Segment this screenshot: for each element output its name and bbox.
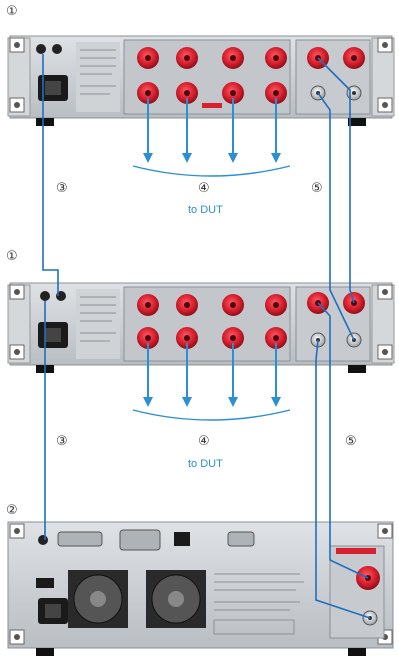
terminal-red	[137, 47, 287, 104]
unit-1-middle	[7, 282, 395, 373]
unit-1-top	[7, 35, 395, 126]
cable-3-link	[42, 54, 59, 540]
dut-output-arrows-top	[132, 98, 291, 177]
cable-5-link	[315, 57, 371, 619]
top-unit-marker: ①	[6, 4, 18, 19]
unit-2-bottom	[7, 521, 394, 656]
outputs-4-label-top: ④	[198, 181, 210, 196]
cable-5-label-top: ⑤	[311, 181, 323, 196]
middle-unit-marker: ①	[6, 249, 18, 264]
to-dut-label-top: to DUT	[188, 204, 223, 216]
cable-3-label-top: ③	[56, 181, 68, 196]
outputs-4-label-bottom: ④	[198, 434, 210, 449]
cable-5-label-bottom: ⑤	[345, 434, 357, 449]
bottom-unit-marker: ②	[6, 503, 18, 518]
dut-output-arrows-bottom	[132, 343, 291, 421]
cable-3-label-bottom: ③	[56, 434, 68, 449]
to-dut-label-bottom: to DUT	[188, 458, 223, 470]
